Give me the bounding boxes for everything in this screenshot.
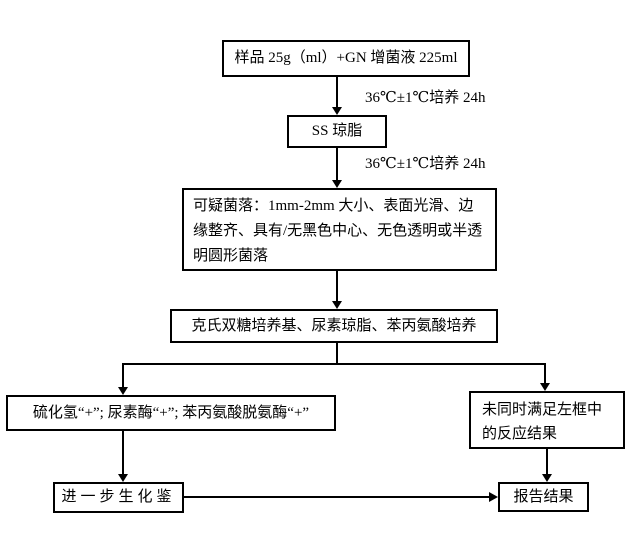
connector-positive-to-further: [122, 431, 124, 474]
node-biochemical-media: 克氏双糖培养基、尿素琼脂、苯丙氨酸培养: [170, 309, 498, 343]
node-sample-enrichment: 样品 25g（ml）+GN 增菌液 225ml: [222, 40, 470, 77]
connector-unsatisfied-to-report: [546, 449, 548, 474]
arrowhead-down-report-icon: [542, 474, 552, 482]
connector-branch-horizontal: [122, 363, 546, 365]
edge-label-incubation-2: 36℃±1℃培养 24h: [365, 156, 486, 172]
arrowhead-right-report-icon: [489, 492, 498, 502]
arrowhead-down-colony-icon: [332, 180, 342, 188]
connector-branch-left-drop: [122, 363, 124, 387]
connector-ssagar-to-colony: [336, 148, 338, 180]
node-positive-results: 硫化氢“+”; 尿素酶“+”; 苯丙氨酸脱氨酶“+”: [6, 395, 336, 431]
arrowhead-down-further-icon: [118, 474, 128, 482]
connector-branch-right-drop: [544, 363, 546, 383]
connector-sample-to-ssagar: [336, 77, 338, 107]
connector-further-to-report: [184, 496, 489, 498]
node-suspect-colony: 可疑菌落：1mm-2mm 大小、表面光滑、边缘整齐、具有/无黑色中心、无色透明或…: [182, 188, 497, 271]
arrowhead-down-unsatisfied-icon: [540, 383, 550, 391]
arrowhead-down-positive-icon: [118, 387, 128, 395]
arrowhead-down-media-icon: [332, 301, 342, 309]
edge-label-incubation-1: 36℃±1℃培养 24h: [365, 90, 486, 106]
arrowhead-down-ssagar-icon: [332, 107, 342, 115]
connector-colony-to-media: [336, 271, 338, 301]
node-ss-agar: SS 琼脂: [287, 115, 387, 148]
node-unsatisfied-results: 未同时满足左框中的反应结果: [469, 391, 625, 449]
node-further-biochemical-id: 进一步生化鉴: [53, 482, 184, 513]
node-report-results: 报告结果: [498, 482, 589, 512]
connector-media-branch-stub: [336, 343, 338, 363]
